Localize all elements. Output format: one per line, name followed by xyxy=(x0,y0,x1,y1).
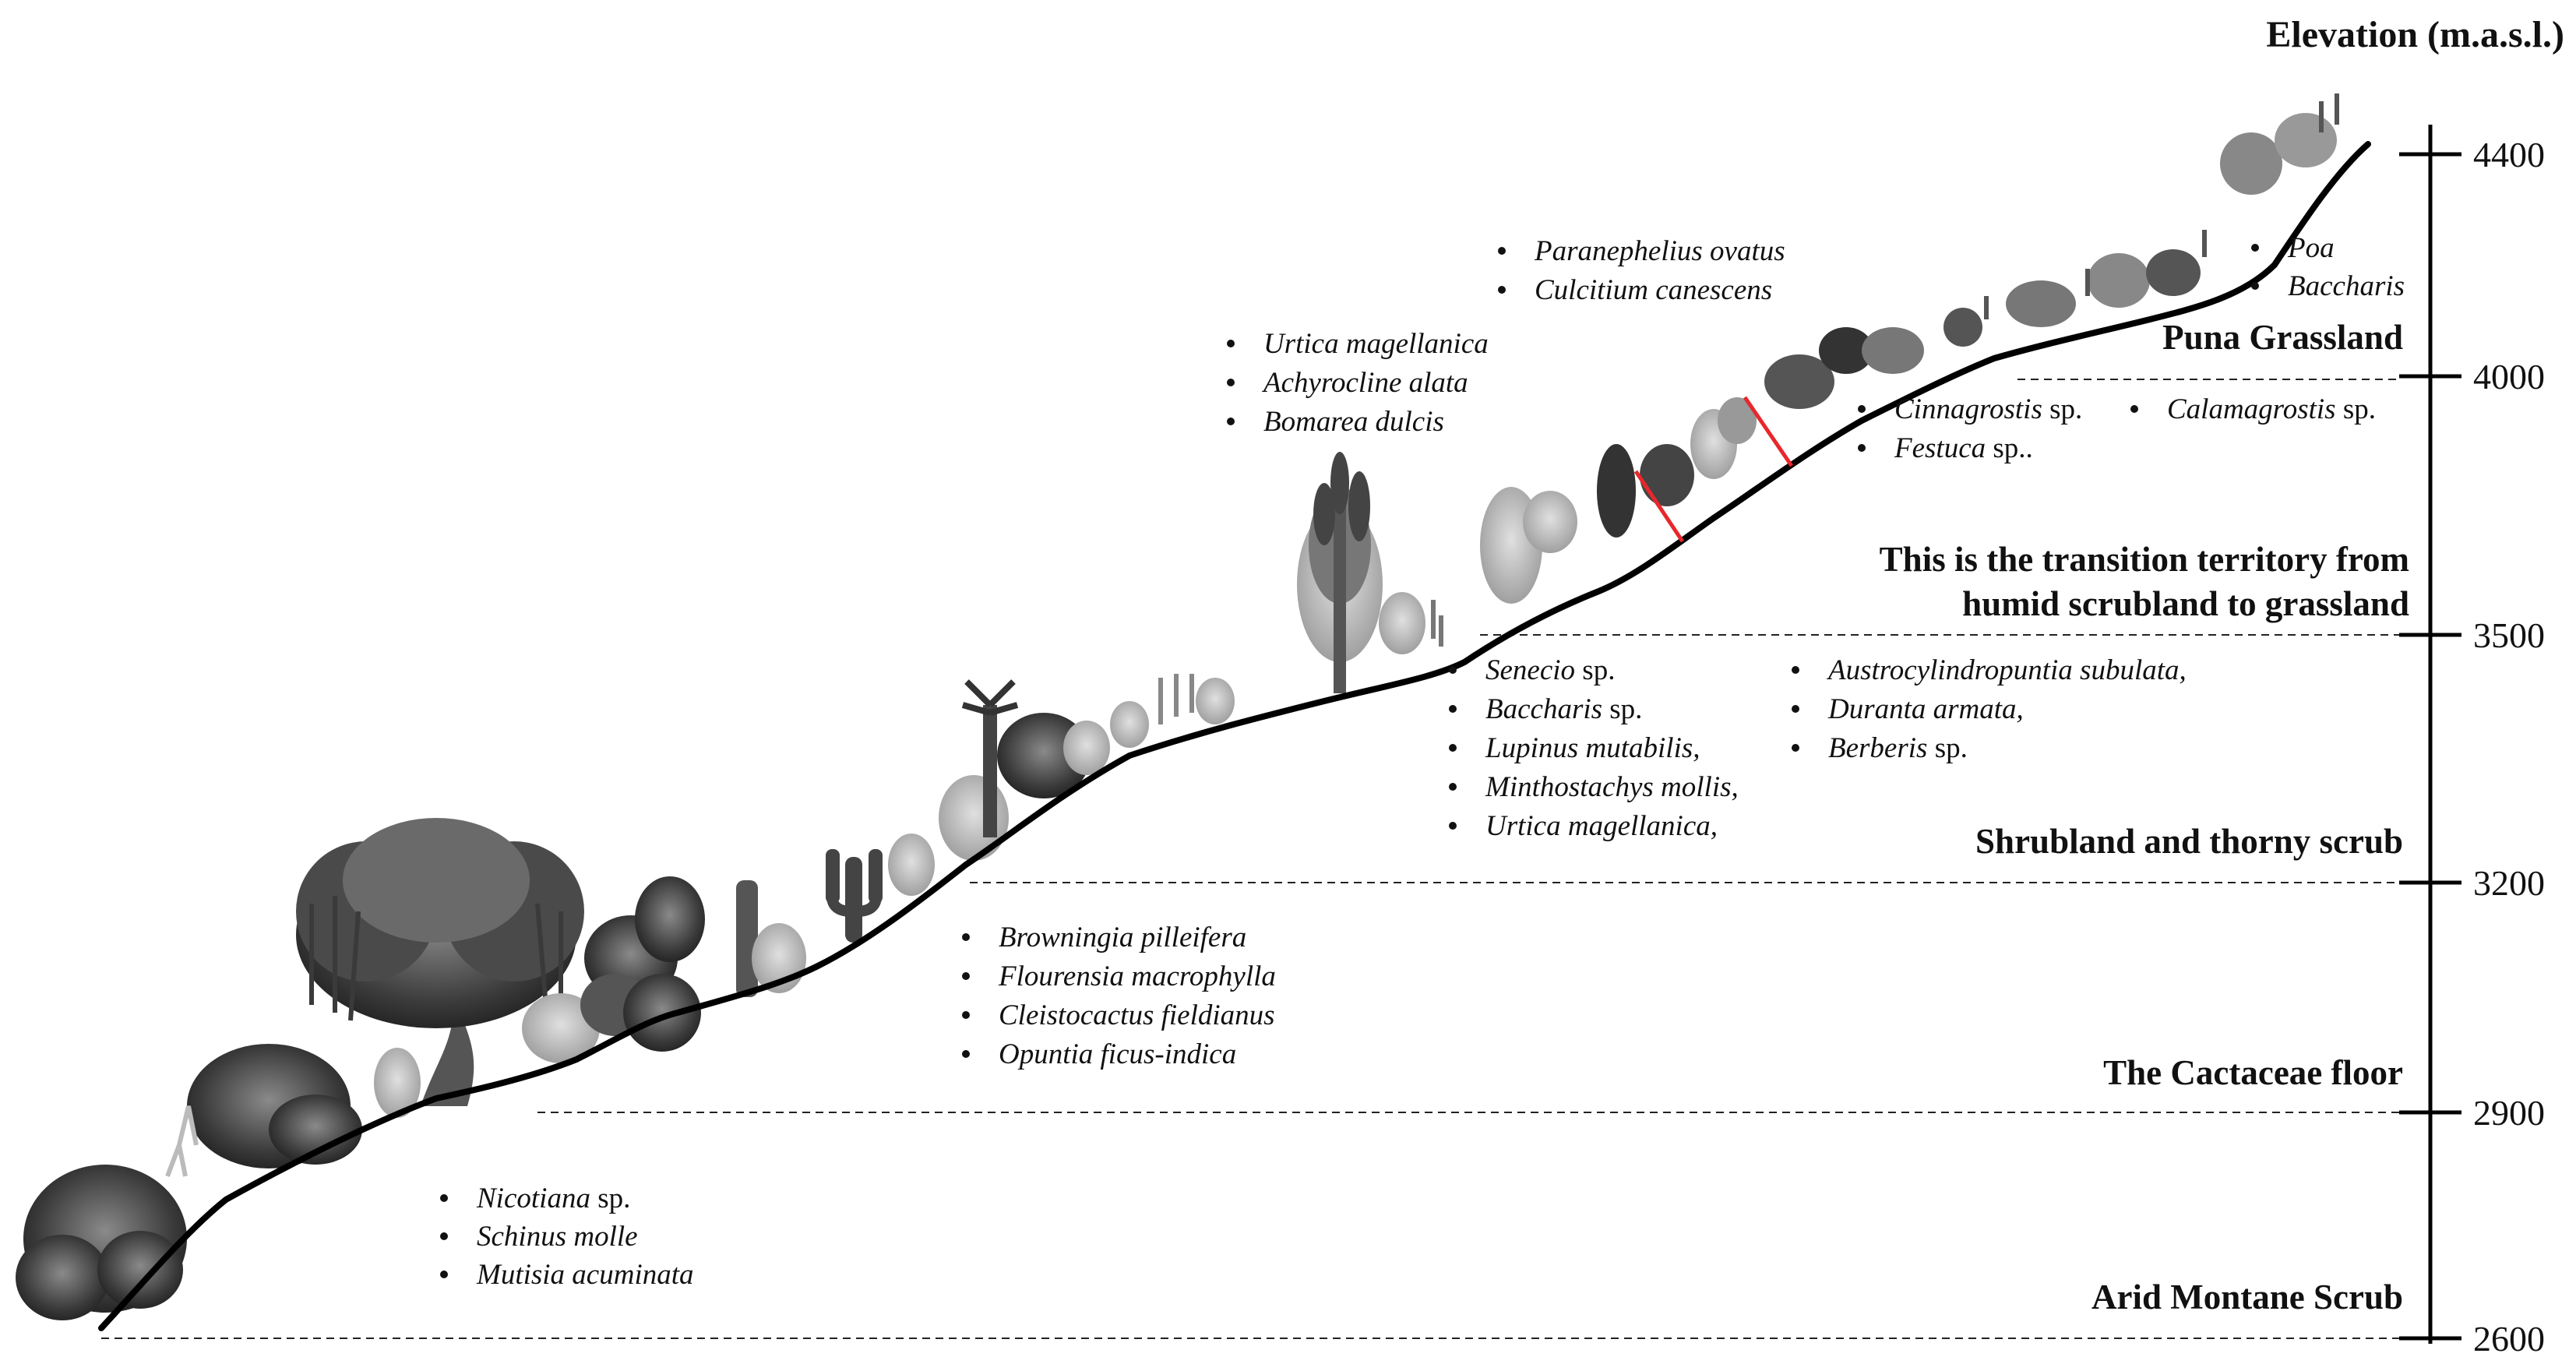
bullet xyxy=(962,933,970,941)
axis-title: Elevation (m.a.s.l.) xyxy=(2266,14,2564,55)
transition-markers xyxy=(1633,396,1794,543)
species-name-shrub_b-0: Austrocylindropuntia subulata, xyxy=(1826,654,2187,686)
species-name-transition_a-2: Bomarea dulcis xyxy=(1263,406,1444,438)
cactus-icon xyxy=(580,834,935,1052)
bullet xyxy=(962,972,970,980)
bullet xyxy=(1449,666,1457,674)
species-name-arid-2: Mutisia acuminata xyxy=(476,1259,694,1291)
bullet xyxy=(1449,744,1457,752)
bullet xyxy=(440,1232,448,1240)
tick-label-4000: 4000 xyxy=(2473,357,2545,397)
tick-label-3500: 3500 xyxy=(2473,615,2545,655)
species-name-cactaceae-1: Flourensia macrophylla xyxy=(998,960,1276,992)
tick-label-4400: 4400 xyxy=(2473,135,2545,174)
species-name-arid-1: Schinus molle xyxy=(477,1221,638,1253)
species-name-grass_a-1: Festuca sp.. xyxy=(1894,432,2033,464)
zone-boundaries xyxy=(101,379,2399,1339)
elevation-axis xyxy=(2399,125,2461,1344)
zone-label-cactaceae: The Cactaceae floor xyxy=(2103,1053,2403,1092)
species-name-shrub_b-1: Duranta armata, xyxy=(1827,693,2024,725)
bullet xyxy=(2130,405,2138,413)
tree-icon xyxy=(296,818,600,1106)
bullet xyxy=(1858,405,1866,413)
bullet xyxy=(1449,705,1457,713)
zone-label-shrubland: Shrubland and thorny scrub xyxy=(1975,822,2403,861)
species-name-transition_b-1: Culcitium canescens xyxy=(1535,274,1772,306)
bullet xyxy=(962,1050,970,1058)
bullet xyxy=(1498,286,1506,294)
tick-label-2600: 2600 xyxy=(2473,1319,2545,1359)
bullet xyxy=(440,1271,448,1278)
species-name-grass_b-0: Calamagrostis sp. xyxy=(2167,393,2376,425)
transition-shrub-icon xyxy=(1480,397,1757,604)
bullet xyxy=(1449,822,1457,830)
zone-label-transition-1: This is the transition territory from xyxy=(1880,540,2409,579)
bullet xyxy=(1792,666,1799,674)
vegetation-illustration xyxy=(16,93,2339,1320)
bullet xyxy=(2251,244,2259,252)
species-name-shrub_a-3: Minthostachys mollis, xyxy=(1485,771,1739,803)
species-name-grass_a-0: Cinnagrostis sp. xyxy=(1894,393,2082,425)
tick-label-3200: 3200 xyxy=(2473,863,2545,903)
zone-label-puna: Puna Grassland xyxy=(2162,318,2403,357)
bullet xyxy=(1227,379,1235,386)
species-name-cactaceae-2: Cleistocactus fieldianus xyxy=(999,999,1275,1031)
species-name-arid-0: Nicotiana sp. xyxy=(476,1182,630,1214)
bullet xyxy=(1858,444,1866,452)
bullet xyxy=(1498,247,1506,255)
species-name-cactaceae-0: Browningia pilleifera xyxy=(999,922,1246,953)
bullet xyxy=(440,1194,448,1202)
species-name-shrub_a-4: Urtica magellanica, xyxy=(1485,810,1718,842)
transition-marker-upper xyxy=(1743,396,1794,467)
species-name-shrub_a-1: Baccharis sp. xyxy=(1485,693,1642,725)
bullet xyxy=(1792,705,1799,713)
species-name-transition_a-0: Urtica magellanica xyxy=(1263,328,1489,360)
species-name-transition_b-0: Paranephelius ovatus xyxy=(1534,235,1785,267)
bullet xyxy=(1227,418,1235,425)
lupin-icon xyxy=(1297,452,1443,693)
tick-label-2900: 2900 xyxy=(2473,1093,2545,1133)
species-name-puna-0: Poa xyxy=(2287,232,2335,264)
species-name-cactaceae-3: Opuntia ficus-indica xyxy=(999,1038,1236,1070)
zone-label-transition-2: humid scrubland to grassland xyxy=(1962,584,2409,623)
bullet xyxy=(1792,744,1799,752)
transition-marker-lower xyxy=(1633,470,1685,543)
species-name-shrub_a-0: Senecio sp. xyxy=(1485,654,1615,686)
species-name-puna-1: Baccharis xyxy=(2288,270,2405,302)
zone-labels: Puna Grassland This is the transition te… xyxy=(1880,318,2409,1316)
bullet xyxy=(962,1011,970,1019)
species-name-shrub_b-2: Berberis sp. xyxy=(1828,732,1968,764)
species-name-transition_a-1: Achyrocline alata xyxy=(1261,367,1468,399)
slope-profile-line xyxy=(98,141,2371,1331)
grass-tussock-icon xyxy=(1764,93,2339,409)
bullet xyxy=(1449,783,1457,791)
zone-label-arid: Arid Montane Scrub xyxy=(2091,1278,2403,1316)
axis-tick-labels: 4400 4000 3500 3200 2900 2600 xyxy=(2473,135,2545,1359)
bullet xyxy=(2251,282,2259,290)
shrub-bush-icon xyxy=(16,1044,421,1320)
bullet xyxy=(1227,340,1235,347)
species-name-shrub_a-2: Lupinus mutabilis, xyxy=(1485,732,1700,764)
shrub-icon xyxy=(939,674,1235,861)
